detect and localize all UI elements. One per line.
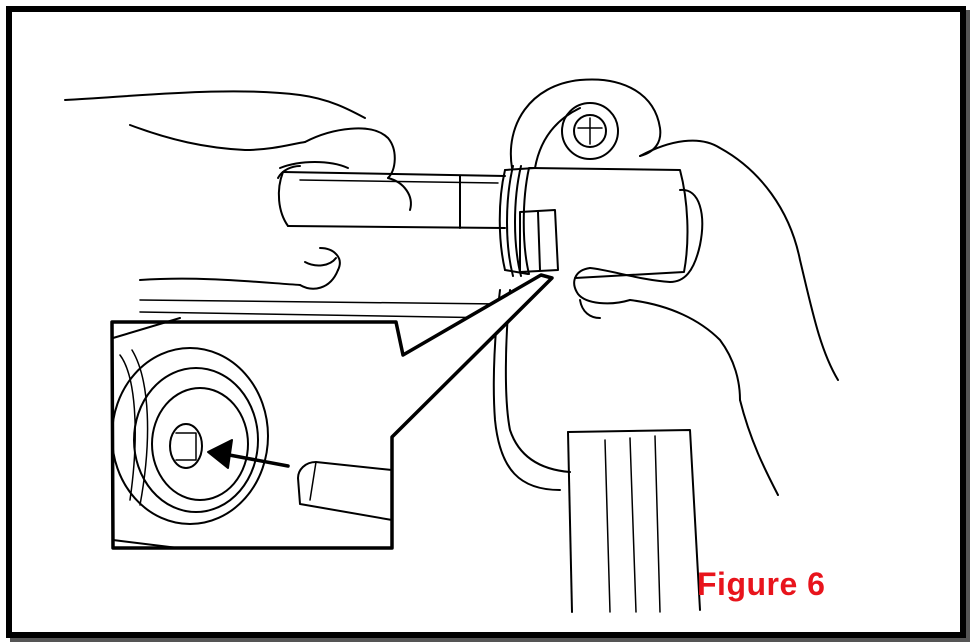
right-hand — [573, 139, 839, 496]
detail-inset — [110, 273, 554, 550]
figure-caption: Figure 6 — [697, 566, 826, 602]
lower-bracket — [567, 429, 701, 613]
left-hand — [64, 90, 412, 290]
tool-shaft — [277, 165, 536, 277]
housing-body — [139, 78, 689, 491]
